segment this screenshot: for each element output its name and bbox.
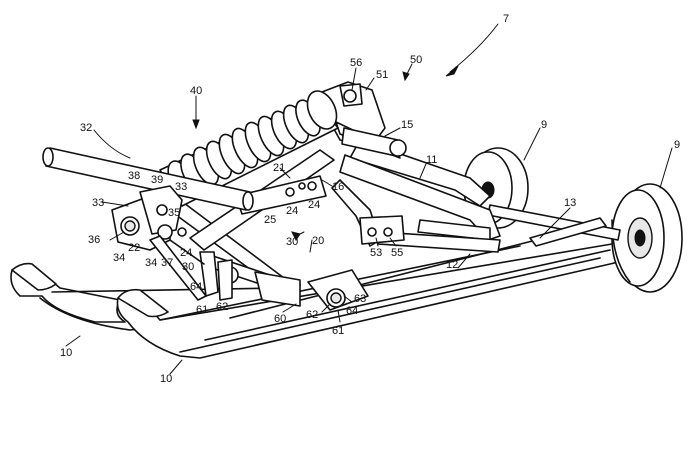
label-30-lower: 30 — [182, 261, 194, 273]
label-40: 40 — [190, 85, 202, 97]
label-24-left: 24 — [180, 247, 192, 259]
label-34-left: 34 — [113, 252, 125, 264]
front-wheel — [611, 183, 683, 293]
label-24-right: 24 — [308, 199, 320, 211]
label-24-center: 24 — [286, 205, 298, 217]
label-12: 12 — [446, 259, 458, 271]
crossbar-25 — [235, 175, 327, 215]
left-ski-struts — [169, 239, 233, 301]
label-32: 32 — [80, 122, 92, 134]
label-10-right-ski: 10 — [160, 373, 172, 385]
label-20: 20 — [312, 235, 324, 247]
label-21: 21 — [273, 162, 285, 174]
label-9-rear-wheel: 9 — [541, 119, 547, 131]
label-7: 7 — [503, 13, 509, 25]
label-33-left: 33 — [92, 197, 104, 209]
label-13: 13 — [564, 197, 576, 209]
label-33-upper: 33 — [175, 181, 187, 193]
label-64-left: 64 — [190, 281, 202, 293]
label-56: 56 — [350, 57, 362, 69]
leader-lines — [65, 23, 673, 375]
left-ski — [10, 262, 281, 331]
label-9-front-wheel: 9 — [674, 139, 680, 151]
label-62-right: 62 — [306, 309, 318, 321]
label-61-right: 61 — [332, 325, 344, 337]
label-16: 16 — [332, 181, 344, 193]
shock-absorber-40 — [159, 90, 339, 207]
label-34-right: 34 — [145, 257, 157, 269]
label-39: 39 — [151, 174, 163, 186]
upper-arm-11 — [339, 139, 501, 241]
label-37: 37 — [161, 257, 173, 269]
label-51: 51 — [376, 69, 388, 81]
label-38: 38 — [128, 170, 140, 182]
linkage-53-55 — [331, 179, 405, 247]
label-60: 60 — [274, 313, 286, 325]
label-53: 53 — [370, 247, 382, 259]
reference-numerals: 7 50 56 51 40 15 9 9 32 11 21 16 38 39 3… — [60, 13, 680, 385]
tube-15 — [341, 127, 407, 157]
label-30-upper: 30 — [286, 236, 298, 248]
label-36: 36 — [88, 234, 100, 246]
label-15: 15 — [401, 119, 413, 131]
label-63: 63 — [354, 293, 366, 305]
label-50: 50 — [410, 54, 422, 66]
label-11: 11 — [426, 154, 437, 166]
tube-32 — [42, 147, 254, 211]
label-10-left-ski: 10 — [60, 347, 72, 359]
left-bracket-assembly — [111, 185, 207, 301]
label-64-right: 64 — [346, 305, 358, 317]
label-35: 35 — [168, 207, 180, 219]
label-25: 25 — [264, 214, 276, 226]
label-61-left: 61 — [196, 304, 208, 316]
label-62-left: 62 — [216, 301, 228, 313]
label-55: 55 — [391, 247, 403, 259]
label-22: 22 — [128, 242, 140, 254]
